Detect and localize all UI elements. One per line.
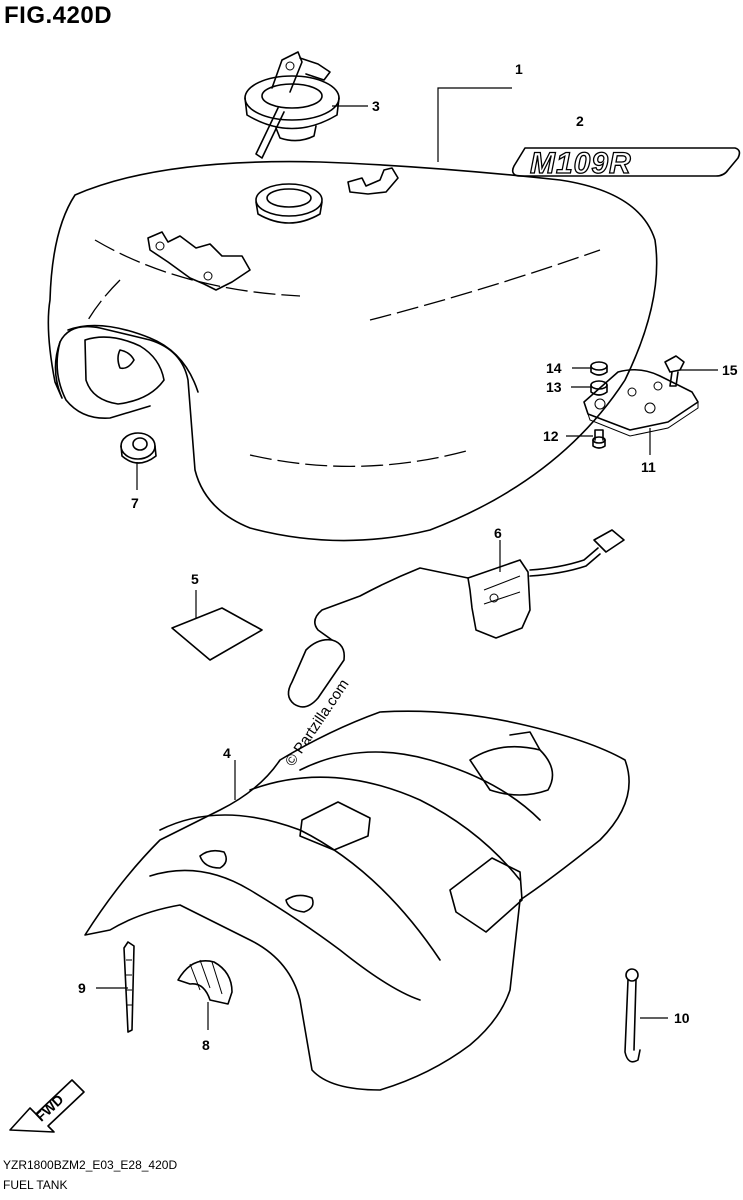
section-name: FUEL TANK <box>3 1178 68 1192</box>
callout-5[interactable]: 5 <box>191 571 199 587</box>
wire-clip-part[interactable] <box>624 968 641 1063</box>
callout-14[interactable]: 14 <box>546 360 562 376</box>
fuel-cap-part[interactable] <box>244 51 340 159</box>
callout-labels: 1 2 3 4 5 6 7 8 9 10 11 12 13 14 15 <box>78 61 738 1053</box>
model-code: YZR1800BZM2_E03_E28_420D <box>3 1158 178 1172</box>
callout-7[interactable]: 7 <box>131 495 139 511</box>
callout-9[interactable]: 9 <box>78 980 86 996</box>
callout-2[interactable]: 2 <box>576 113 584 129</box>
cushion-part-13[interactable] <box>590 380 608 396</box>
emblem-part[interactable]: M109R <box>511 146 741 181</box>
fuel-tank-part[interactable] <box>47 160 658 542</box>
callout-1[interactable]: 1 <box>515 61 523 77</box>
callout-10[interactable]: 10 <box>674 1010 690 1026</box>
emblem-text: M109R <box>530 147 632 180</box>
callout-15[interactable]: 15 <box>722 362 738 378</box>
cover-part[interactable] <box>84 710 630 1091</box>
damper-part[interactable] <box>177 959 233 1005</box>
callout-3[interactable]: 3 <box>372 98 380 114</box>
bracket-part[interactable] <box>583 368 699 437</box>
nut-part-14[interactable] <box>590 361 608 376</box>
forward-arrow: FWD <box>9 1079 85 1133</box>
callout-11[interactable]: 11 <box>641 459 656 475</box>
bolt-part-12[interactable] <box>592 429 606 449</box>
fuel-sensor-part[interactable] <box>287 529 625 708</box>
figure-title: FIG.420D <box>4 2 113 29</box>
clamp-band-part[interactable] <box>123 941 135 1033</box>
callout-12[interactable]: 12 <box>543 428 559 444</box>
bolt-part-15[interactable] <box>664 355 685 387</box>
callout-4[interactable]: 4 <box>223 745 231 761</box>
grommet-part[interactable] <box>120 432 157 464</box>
callout-6[interactable]: 6 <box>494 525 502 541</box>
callout-8[interactable]: 8 <box>202 1037 210 1053</box>
leader-lines <box>96 87 718 1030</box>
sheet-part[interactable] <box>171 607 263 661</box>
fwd-label: FWD <box>32 1091 66 1124</box>
callout-13[interactable]: 13 <box>546 379 562 395</box>
